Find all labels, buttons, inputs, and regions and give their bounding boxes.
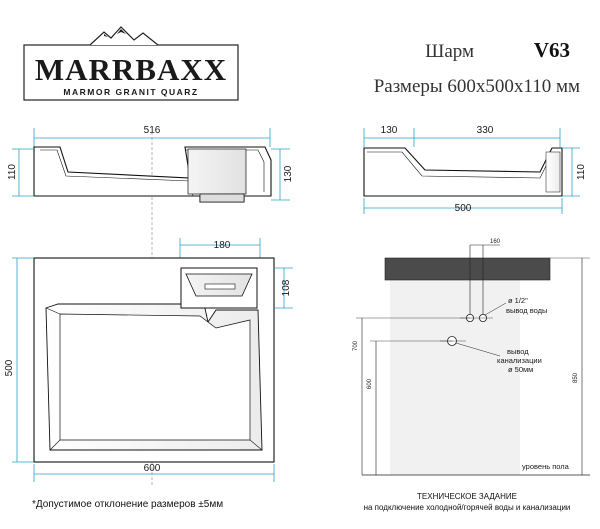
model-name: V63	[534, 38, 570, 62]
basin-front-view	[384, 257, 551, 281]
dim-516: 516	[144, 125, 161, 136]
spec-title: ТЕХНИЧЕСКОЕ ЗАДАНИЕ	[417, 492, 517, 501]
brand-name: MARRBAXX	[35, 52, 227, 87]
dim-108: 108	[281, 279, 292, 296]
bowl-floor	[59, 313, 251, 441]
brand-tagline: MARMOR GRANIT QUARZ	[63, 87, 198, 97]
tolerance-note: *Допустимое отклонение размеров ±5мм	[32, 499, 223, 510]
dim-160: 160	[490, 239, 501, 245]
dim-600-install: 600	[367, 378, 373, 389]
spec-subtitle: на подключение холодной/горячей воды и к…	[364, 503, 571, 512]
dim-850: 850	[573, 372, 579, 383]
logo-frame	[23, 44, 239, 101]
wall-area	[390, 280, 520, 475]
drain-label-2: канализации	[497, 356, 542, 365]
brand-logo: MARRBAXX MARMOR GRANIT QUARZ	[23, 26, 239, 101]
dim-110-right: 110	[576, 164, 587, 180]
product-title: Шарм V63 Размеры 600x500x110 мм	[374, 38, 580, 97]
dim-600: 600	[144, 463, 161, 474]
soap-slot	[204, 283, 236, 290]
dim-130: 130	[283, 165, 294, 182]
dim-500-bottom: 500	[455, 203, 472, 214]
sizes-line: Размеры 600x500x110 мм	[374, 76, 580, 97]
mountain-icon	[89, 26, 159, 46]
top-view: 180 108 500 600	[4, 238, 293, 482]
drain-label-3: ø 50мм	[508, 365, 533, 374]
dim-130-top: 130	[381, 125, 398, 136]
dim-180: 180	[214, 240, 231, 251]
installation-view: 160 ø 1/2" вывод воды вывод канализации …	[353, 239, 590, 476]
dim-500-left: 500	[4, 359, 15, 376]
dim-110-left: 110	[7, 164, 18, 180]
floor-label: уровень пола	[522, 462, 570, 471]
water-outlet-label: вывод воды	[506, 306, 547, 315]
basin-profile-right	[363, 147, 563, 197]
title-prefix: Шарм	[425, 41, 474, 62]
drain-fitting	[199, 193, 245, 203]
dim-330: 330	[477, 125, 494, 136]
water-diameter: ø 1/2"	[508, 296, 528, 305]
dim-700: 700	[353, 340, 359, 351]
drain-label-1: вывод	[507, 347, 529, 356]
side-section-right: 130 330 110 500	[363, 125, 587, 214]
